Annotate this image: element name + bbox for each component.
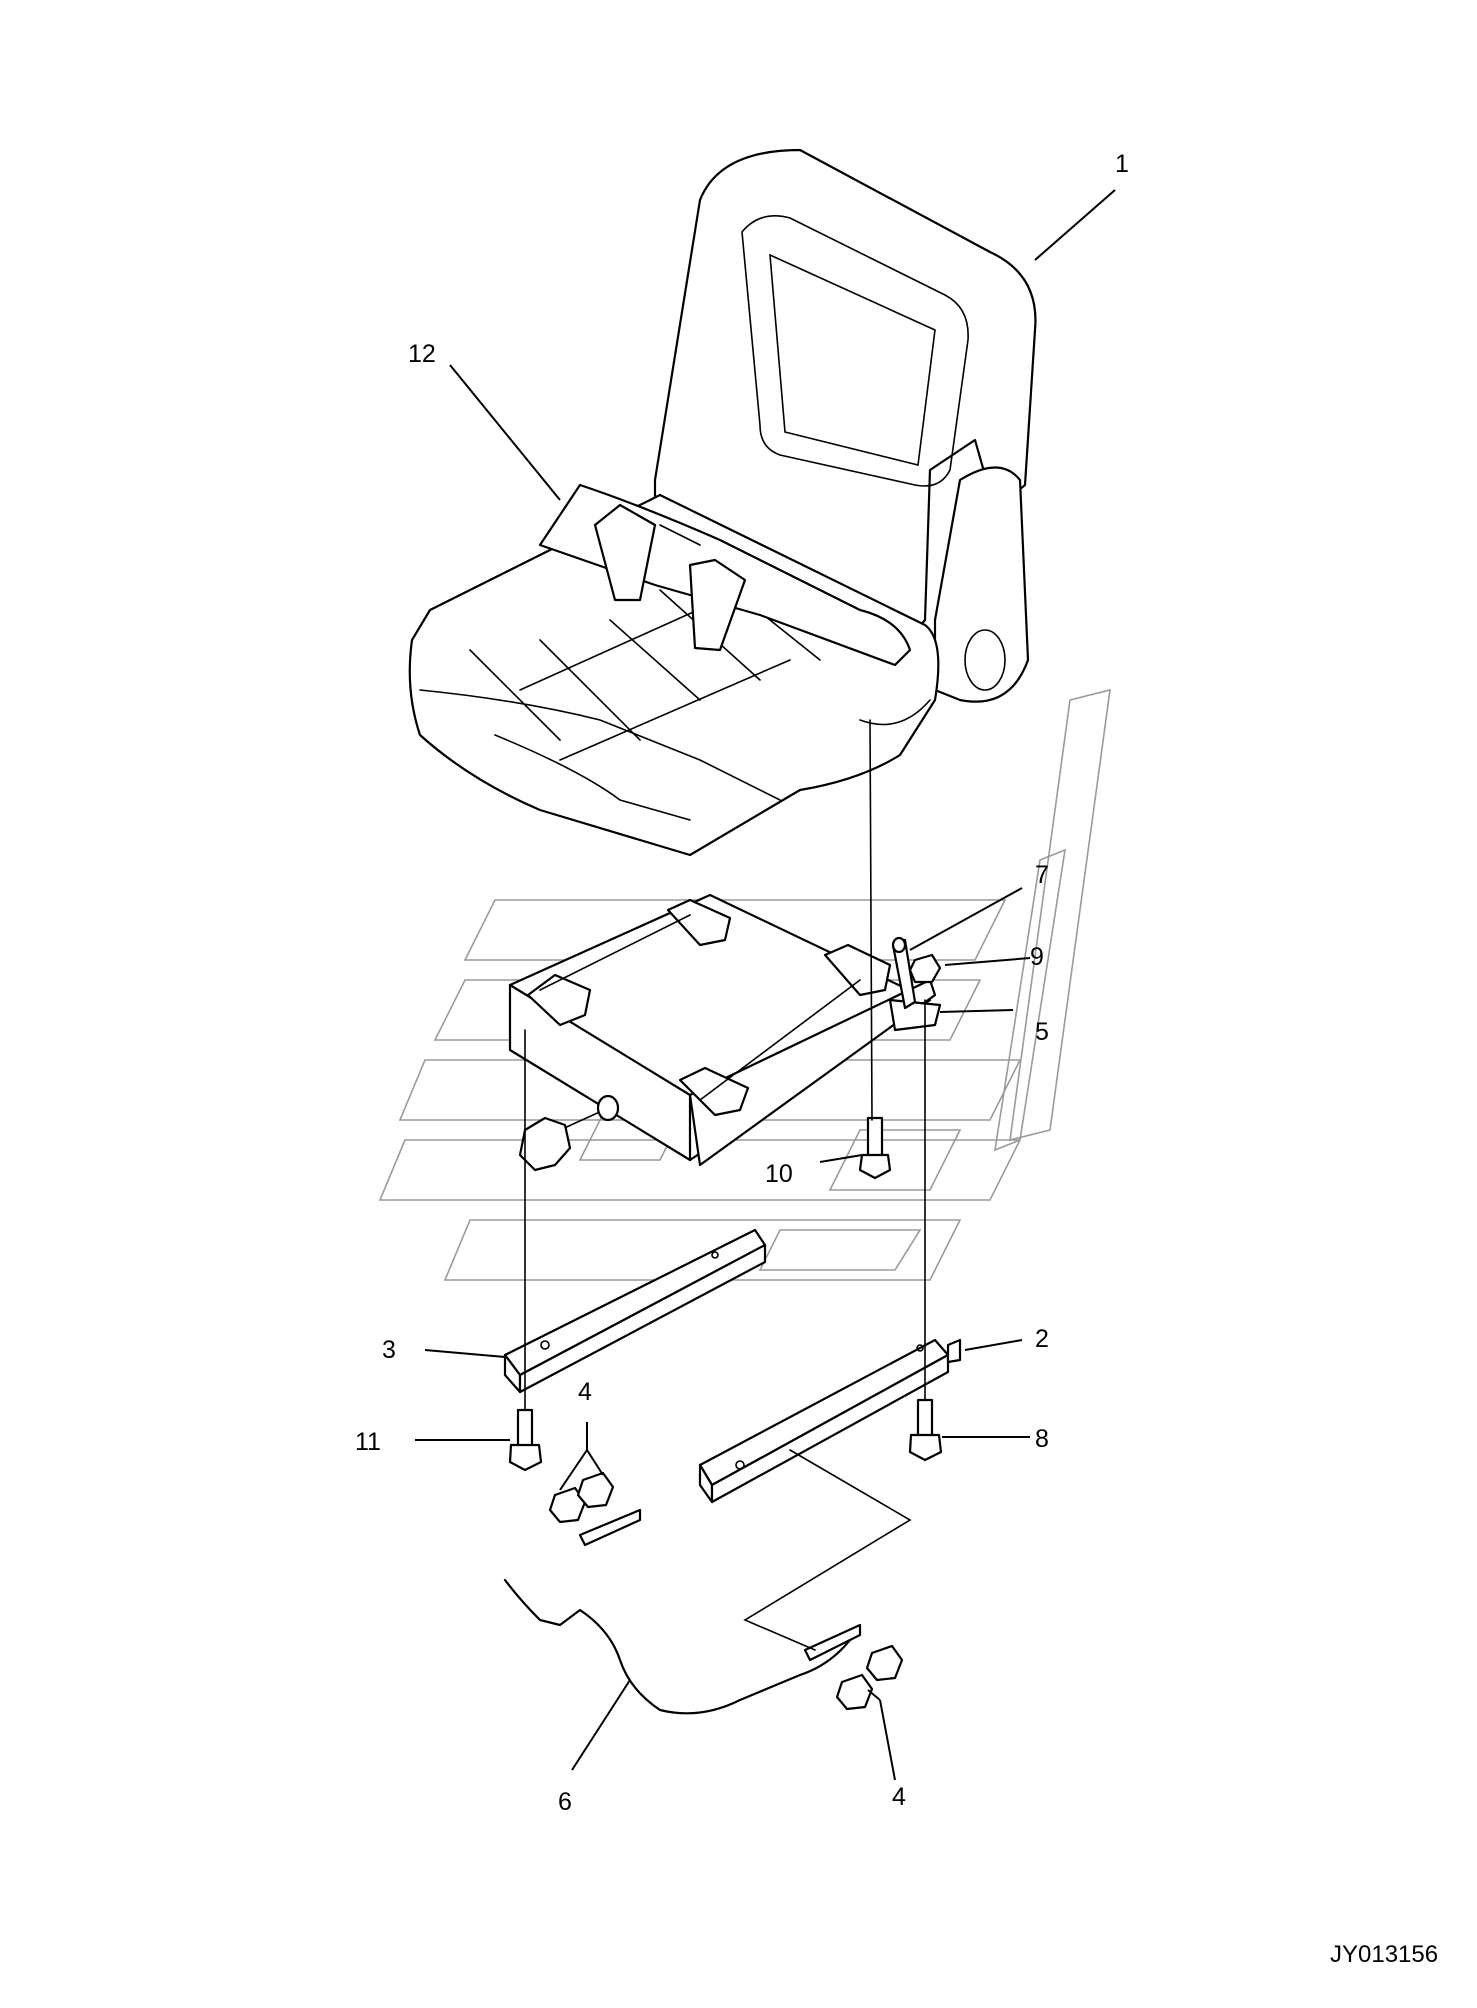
callout-4-upper: 4 [578,1378,592,1406]
callout-10: 10 [765,1160,793,1188]
bolt-8 [908,1398,943,1462]
callout-9: 9 [1030,943,1044,971]
lever-nut [908,953,942,984]
slide-rail-left [503,1228,767,1394]
nut-pair-lower [835,1644,904,1711]
seat-adjust-knob [518,1094,620,1172]
slide-base-frame [508,893,942,1167]
bolt-11 [508,1408,543,1472]
nut-pair-upper [548,1471,615,1524]
callout-12: 12 [408,340,436,368]
callout-5: 5 [1035,1018,1049,1046]
callout-7: 7 [1035,861,1049,889]
seat-belt [538,483,912,667]
assembly-lines [524,719,926,1651]
callout-8: 8 [1035,1425,1049,1453]
callout-4-lower: 4 [892,1783,906,1811]
callout-3: 3 [382,1336,396,1364]
link-wire [503,1508,862,1715]
slide-rail-right [698,1338,962,1504]
drawing-id: JY013156 [1330,1941,1438,1968]
seat-assembly [408,148,1037,857]
adjust-lever [891,936,917,1010]
callout-2: 2 [1035,1325,1049,1353]
callout-labels: 1 2 3 4 4 5 6 7 8 9 10 11 12 [355,150,1129,1816]
callout-11: 11 [355,1428,381,1456]
callout-1: 1 [1115,150,1129,178]
callout-6: 6 [558,1788,572,1816]
leader-lines [415,189,1116,1781]
bolt-10 [858,1116,892,1180]
